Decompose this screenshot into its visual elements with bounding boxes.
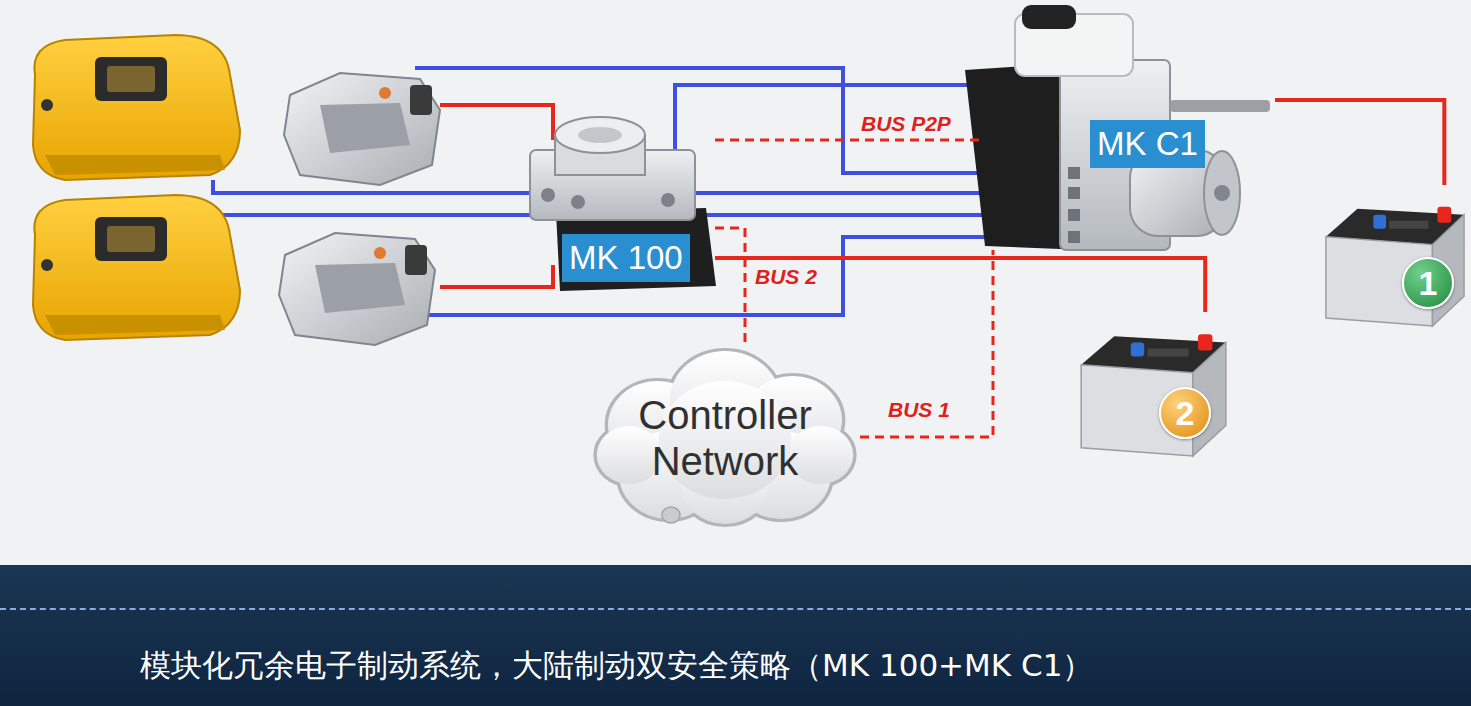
battery-terminal — [1131, 342, 1144, 356]
dashed-rule — [0, 608, 1471, 610]
module-label-node: MK 100 — [530, 112, 715, 290]
caliper-piston — [320, 103, 410, 153]
unit-port — [661, 193, 675, 207]
caliper-sensor — [379, 87, 391, 99]
caliper-body — [279, 233, 435, 345]
callout-number: 1 — [1402, 257, 1454, 309]
caliper-window — [95, 217, 167, 261]
caliper-bolt — [41, 99, 53, 111]
caliper-pad — [107, 66, 155, 92]
unit-port — [1068, 231, 1080, 243]
power-wire — [440, 105, 553, 140]
module-label: MK C1 — [1090, 120, 1205, 168]
hydraulic-lines — [213, 68, 1075, 315]
hydraulic-line — [405, 237, 1075, 315]
caliper-window — [95, 57, 167, 101]
motor-end — [1204, 151, 1240, 235]
motor-shaft — [1214, 185, 1230, 201]
unit-motor-cap — [578, 127, 622, 143]
cloud-icon — [662, 507, 680, 523]
battery-terminal — [1437, 207, 1451, 223]
battery-drawing — [1075, 312, 1230, 462]
power-wire — [1275, 100, 1444, 185]
network-cloud: Controller Network — [590, 345, 860, 530]
caliper-bolt — [41, 259, 53, 271]
module-label-node: MK C1 — [985, 5, 1275, 250]
diagram-ground: MK C1 MK 100 1 2 Controller Network BUS P2P BU… — [0, 0, 1471, 565]
battery-cell-caps — [1147, 348, 1188, 356]
bus-line — [715, 139, 985, 142]
caliper-edge — [45, 315, 225, 335]
reservoir-cap — [1022, 5, 1076, 29]
silver-caliper — [284, 73, 440, 185]
unit-port — [1068, 167, 1080, 179]
unit-port — [541, 188, 555, 202]
battery-terminal — [1198, 334, 1212, 350]
callout-number: 2 — [1159, 387, 1211, 439]
mkc1-unit — [965, 5, 1270, 250]
battery-terminal — [1373, 215, 1386, 229]
power-wire — [440, 265, 553, 287]
power-wire — [715, 258, 1205, 312]
caption-band: 模块化冗余电子制动系统，大陆制动双安全策略（MK 100+MK C1） — [0, 565, 1471, 706]
bus-line — [860, 250, 993, 437]
caption-text: 模块化冗余电子制动系统，大陆制动双安全策略（MK 100+MK C1） — [140, 647, 1093, 684]
caliper-piston — [315, 263, 405, 313]
battery-drawing — [1320, 185, 1468, 332]
yellow-caliper — [33, 35, 240, 180]
caliper-body — [33, 35, 240, 180]
unit-port — [1068, 209, 1080, 221]
caliper-actuator — [405, 245, 427, 275]
bus-label: BUS 2 — [752, 264, 820, 289]
caliper-edge — [45, 155, 225, 175]
unit-motor-top — [555, 117, 645, 153]
silver-caliper — [279, 233, 435, 345]
unit-rod — [1170, 100, 1270, 112]
battery: 2 — [1075, 312, 1230, 462]
bus-label: BUS P2P — [858, 111, 954, 136]
caliper-actuator — [410, 85, 432, 115]
caliper-body — [33, 195, 240, 340]
caliper-body — [284, 73, 440, 185]
battery: 1 — [1320, 185, 1468, 332]
yellow-caliper — [33, 195, 240, 340]
module-label: MK 100 — [562, 234, 690, 282]
cloud-text: Controller Network — [615, 392, 835, 484]
caliper-pad — [107, 226, 155, 252]
mk100-unit — [530, 117, 716, 291]
battery-cell-caps — [1389, 221, 1428, 229]
unit-port — [571, 195, 585, 209]
cloud-outline — [590, 345, 860, 530]
caliper-sensor — [374, 247, 386, 259]
bus-line — [715, 228, 745, 345]
unit-port — [1068, 187, 1080, 199]
bus-label: BUS 1 — [885, 397, 953, 422]
